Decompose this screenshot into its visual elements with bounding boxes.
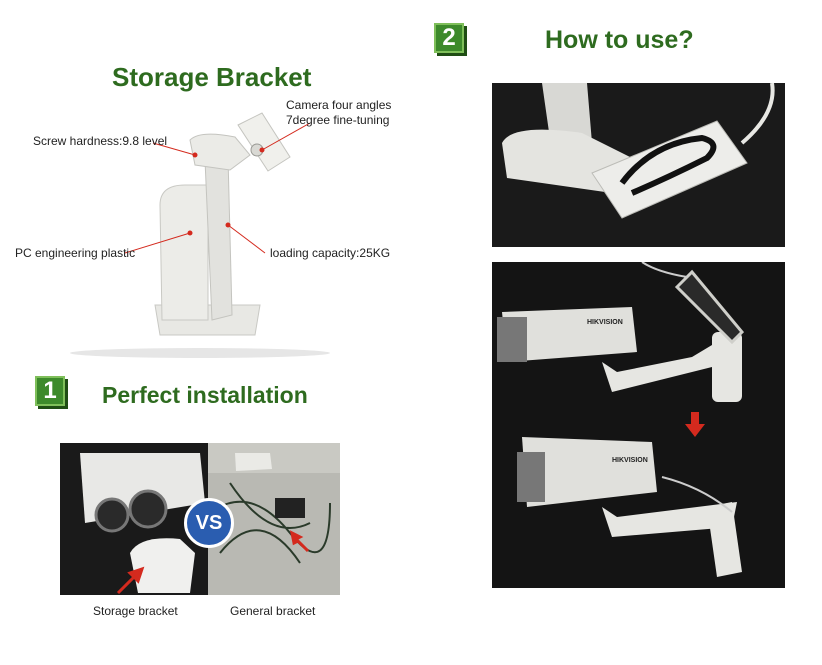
usage-photo-top: [492, 83, 785, 247]
label-camera-angles-1: Camera four angles: [286, 98, 392, 112]
section-1-badge: 1: [35, 376, 65, 406]
label-loading-capacity: loading capacity:25KG: [270, 246, 391, 260]
coiled-cable: [619, 134, 717, 196]
open-storage-box: [591, 120, 748, 219]
usage-photo-bottom: HIKVISION HIKVISION: [492, 262, 785, 588]
white-cable: [740, 83, 775, 145]
camera-housing-bottom: [522, 437, 657, 507]
leader-capacity: [227, 224, 266, 254]
bracket-diagram: [70, 112, 330, 358]
storage-box-bottom: [707, 502, 742, 577]
leader-screw: [152, 142, 196, 156]
section-2-title: How to use?: [545, 26, 694, 54]
section-2-badge: 2: [434, 23, 464, 53]
label-screw-hardness: Screw hardness:9.8 level: [33, 134, 168, 148]
storage-box-top: [674, 269, 745, 345]
messy-cables: [209, 482, 331, 564]
camera-lens-left: [94, 497, 130, 533]
vs-badge: VS: [184, 498, 234, 548]
storage-box-left: [130, 538, 195, 593]
label-pc-plastic: PC engineering plastic: [15, 246, 136, 260]
general-camera: [235, 453, 272, 471]
camera-arm-top: [602, 342, 742, 392]
brand-label-top: HIKVISION: [587, 319, 623, 326]
bracket-shadow: [70, 348, 330, 358]
leader-camera: [261, 122, 311, 151]
camera-arm-bottom: [602, 502, 737, 537]
leader-plastic: [124, 232, 191, 254]
label-camera-angles-2: 7degree fine-tuning: [286, 113, 390, 127]
comparison-photo: VS: [60, 443, 340, 595]
brand-label-bottom: HIKVISION: [612, 457, 648, 464]
bracket-storage-box: [159, 184, 209, 321]
red-down-arrow: [685, 412, 705, 437]
camera-housing-top: [502, 307, 637, 362]
bracket-swivel: [237, 112, 291, 172]
bracket-head: [189, 133, 251, 171]
section-1-title: Perfect installation: [102, 382, 308, 408]
storage-bracket-title: Storage Bracket: [112, 62, 312, 92]
caption-general-bracket: General bracket: [230, 604, 316, 618]
bracket-column: [204, 156, 233, 321]
red-arrow-right: [289, 530, 310, 553]
vs-label: VS: [195, 512, 223, 534]
caption-storage-bracket: Storage bracket: [93, 604, 178, 618]
red-arrow-left: [116, 566, 145, 595]
